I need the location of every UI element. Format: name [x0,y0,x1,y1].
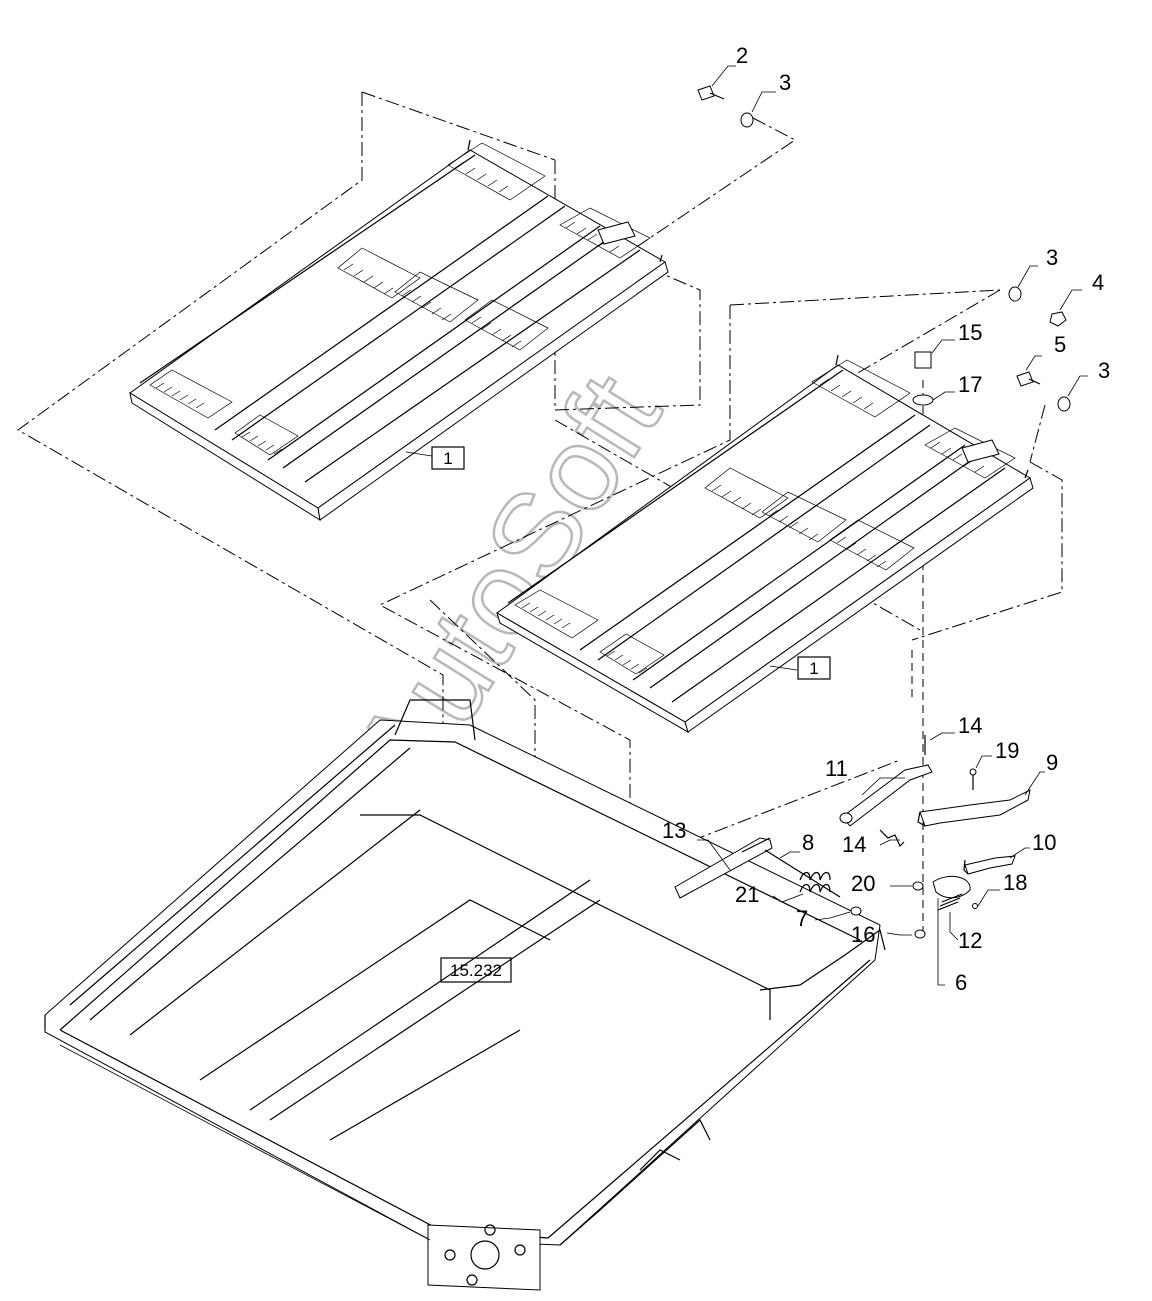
callout-8: 8 [802,830,814,855]
part-3-washer [1008,286,1022,302]
callouts: 2 3 3 4 15 5 3 17 14 19 11 9 13 8 14 10 … [662,43,1110,995]
grate-upper [129,139,669,522]
frame-ref-label: 15.232 [450,961,502,980]
callout-11: 11 [825,756,848,781]
part-9-bracket [919,789,1031,827]
part-20-washer [912,881,924,891]
callout-5: 5 [1054,332,1066,357]
reference-boxes: 1 1 15.232 [431,446,831,983]
part-14-clip [879,829,905,848]
callout-14: 14 [842,832,866,857]
part-4-nut [1049,311,1067,327]
part-19-pin [969,768,977,790]
small-parts [674,85,1071,939]
part-6-latch [932,875,971,899]
grate-upper-ref-label: 1 [443,449,452,468]
callout-17: 17 [958,372,982,397]
callout-16: 16 [851,922,875,947]
callout-19: 19 [995,738,1019,763]
part-11-handle [841,764,933,827]
part-7-washer [850,906,862,916]
part-15-pin [914,351,932,369]
grate-lower-ref-label: 1 [809,659,818,678]
part-5-bolt [1016,371,1041,387]
grate-lower [496,354,1034,734]
callout-6: 6 [955,970,967,995]
frame-ref-box: 15.232 [440,957,512,983]
callout-4: 4 [1092,270,1104,295]
callout-7: 7 [796,906,808,931]
callout-2: 2 [736,43,748,68]
grate-lower-ref-box: 1 [797,656,831,680]
callout-14: 14 [958,713,982,738]
part-16-washer [914,929,926,939]
callout-20: 20 [851,871,875,896]
callout-15: 15 [958,320,982,345]
part-13-bar [674,837,773,899]
part-18 [972,903,978,909]
grate-upper-ref-box: 1 [431,446,465,470]
part-3-washer [1057,396,1071,412]
part-21-spring [799,871,831,893]
callout-10: 10 [1032,830,1056,855]
callout-13: 13 [662,818,686,843]
callout-9: 9 [1046,750,1058,775]
part-17-washer [912,394,934,406]
part-8-rod [764,849,841,898]
callout-21: 21 [735,882,759,907]
part-2-bolt [697,85,725,101]
callout-3: 3 [1046,245,1058,270]
part-3-washer [740,112,754,128]
callout-12: 12 [958,928,982,953]
part-12-spring [937,893,963,911]
callout-18: 18 [1003,870,1027,895]
frame [44,699,886,1291]
callout-3: 3 [1098,358,1110,383]
leader-lines [697,65,1088,986]
callout-3: 3 [779,70,791,95]
